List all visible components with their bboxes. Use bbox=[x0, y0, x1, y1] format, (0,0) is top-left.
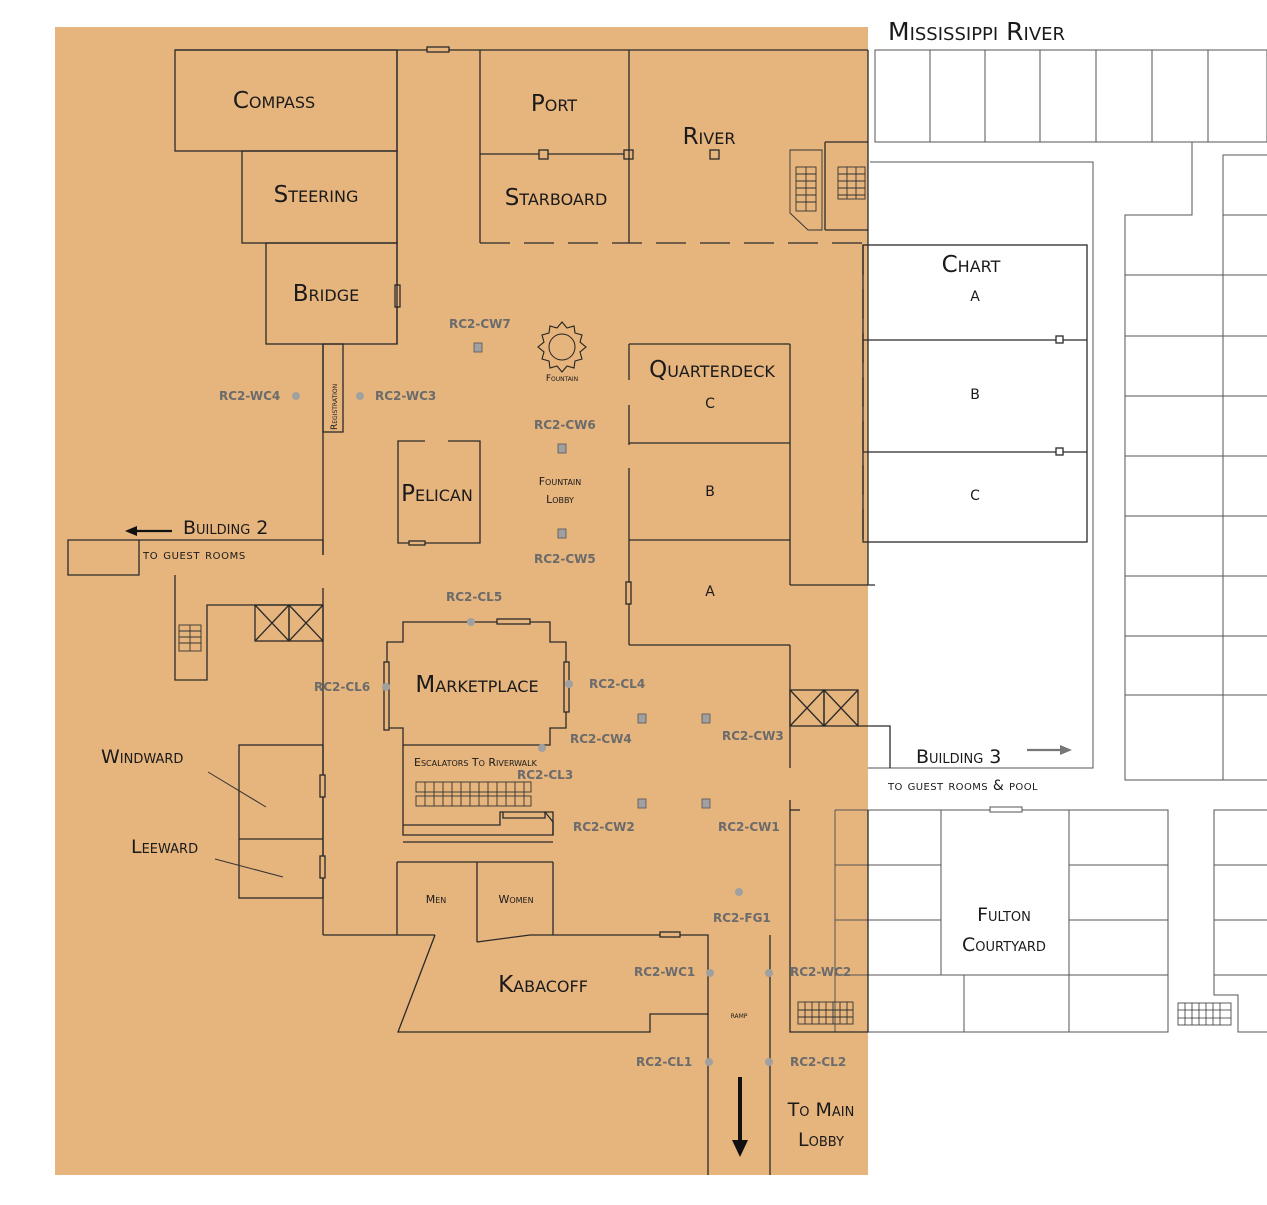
marker-cw3 bbox=[701, 713, 711, 724]
quarterdeck-a-label: A bbox=[705, 584, 715, 600]
fountain-label: Fountain bbox=[546, 374, 578, 384]
ramp-stairs bbox=[797, 1001, 854, 1025]
marker-cl3 bbox=[538, 744, 546, 752]
escalator-well bbox=[402, 745, 554, 843]
escalators bbox=[415, 781, 532, 807]
room-river: River bbox=[683, 124, 736, 150]
ramp-walls bbox=[707, 800, 869, 1175]
building2-stairs bbox=[178, 624, 202, 652]
registration-label: Registration bbox=[330, 384, 340, 430]
chart-b-label: B bbox=[970, 387, 980, 403]
fulton-building-outline bbox=[834, 806, 1267, 1033]
marker-label-cl4: RC2-CL4 bbox=[589, 677, 645, 691]
marker-label-cw7: RC2-CW7 bbox=[449, 317, 511, 331]
marker-wc3 bbox=[356, 392, 364, 400]
quarterdeck-b-label: B bbox=[705, 484, 715, 500]
marker-fg1 bbox=[735, 888, 743, 896]
room-fulton-1: Fulton bbox=[977, 904, 1031, 926]
marker-label-cw1: RC2-CW1 bbox=[718, 820, 780, 834]
room-leeward: Leeward bbox=[131, 836, 198, 858]
building3-label: Building 3 bbox=[916, 746, 1001, 768]
room-starboard: Starboard bbox=[505, 185, 608, 211]
marker-label-cl1: RC2-CL1 bbox=[636, 1055, 692, 1069]
dot-markers bbox=[292, 392, 773, 1066]
building2-sub-label: to guest rooms bbox=[142, 547, 246, 563]
elevators-right bbox=[789, 689, 891, 768]
room-fulton-2: Courtyard bbox=[962, 934, 1046, 956]
fountain-lobby-label-1: Fountain bbox=[539, 475, 582, 488]
room-bridge: Bridge bbox=[293, 281, 359, 307]
to-main-lobby-label-1: To Main bbox=[787, 1099, 855, 1121]
to-main-lobby-label-2: Lobby bbox=[798, 1129, 844, 1151]
marker-cw5 bbox=[557, 528, 567, 539]
marker-label-wc3: RC2-WC3 bbox=[375, 389, 436, 403]
building3-sub-label: to guest rooms & pool bbox=[887, 778, 1038, 794]
marker-label-cw2: RC2-CW2 bbox=[573, 820, 635, 834]
marker-label-cw5: RC2-CW5 bbox=[534, 552, 596, 566]
marker-cw4 bbox=[637, 713, 647, 724]
marker-cw6 bbox=[557, 443, 567, 454]
marker-label-wc4: RC2-WC4 bbox=[219, 389, 280, 403]
marker-label-cl3: RC2-CL3 bbox=[517, 768, 573, 782]
arrow-left-icon bbox=[125, 526, 172, 536]
windward-leader bbox=[207, 771, 267, 808]
ramp-label: ramp bbox=[731, 1011, 748, 1021]
marker-wc2 bbox=[765, 969, 773, 977]
marker-label-cw4: RC2-CW4 bbox=[570, 732, 632, 746]
marker-cl6 bbox=[382, 683, 390, 691]
marker-label-cl5: RC2-CL5 bbox=[446, 590, 502, 604]
room-marketplace: Marketplace bbox=[415, 672, 538, 698]
room-windward: Windward bbox=[101, 746, 183, 768]
kabacoff-room bbox=[397, 931, 709, 1033]
marker-label-fg1: RC2-FG1 bbox=[713, 911, 771, 925]
marker-cl2 bbox=[765, 1058, 773, 1066]
leeward-leader bbox=[214, 858, 284, 878]
marker-cl1 bbox=[705, 1058, 713, 1066]
river-stairs bbox=[789, 149, 866, 231]
walls-left bbox=[67, 343, 435, 936]
room-port: Port bbox=[531, 91, 577, 117]
floor-area bbox=[55, 27, 868, 1175]
marker-label-cw6: RC2-CW6 bbox=[534, 418, 596, 432]
room-quarterdeck: Quarterdeck bbox=[649, 357, 775, 383]
fountain-lobby-label-2: Lobby bbox=[546, 493, 574, 506]
room-steering: Steering bbox=[274, 182, 359, 208]
room-men: Men bbox=[426, 893, 447, 906]
marker-label-wc1: RC2-WC1 bbox=[634, 965, 695, 979]
restroom-walls bbox=[396, 861, 554, 942]
chart-c-label: C bbox=[970, 488, 980, 504]
marker-wc4 bbox=[292, 392, 300, 400]
marker-label-cl2: RC2-CL2 bbox=[790, 1055, 846, 1069]
marker-label-cl6: RC2-CL6 bbox=[314, 680, 370, 694]
marker-cl4 bbox=[565, 680, 573, 688]
marker-cl5 bbox=[467, 618, 475, 626]
fulton-stairs bbox=[1177, 1002, 1232, 1026]
river-name-label: Mississippi River bbox=[888, 17, 1065, 46]
room-kabacoff: Kabacoff bbox=[498, 972, 588, 998]
marker-cw7 bbox=[473, 342, 483, 353]
pelican-room bbox=[397, 440, 481, 546]
marker-cw2 bbox=[637, 798, 647, 809]
room-pelican: Pelican bbox=[401, 481, 473, 507]
arrow-down-icon bbox=[732, 1077, 748, 1157]
quarterdeck-c-label: C bbox=[705, 396, 715, 412]
marker-wc1 bbox=[706, 969, 714, 977]
marker-label-wc2: RC2-WC2 bbox=[790, 965, 851, 979]
building2-label: Building 2 bbox=[183, 517, 268, 539]
room-women: Women bbox=[498, 893, 533, 906]
square-markers bbox=[473, 342, 711, 809]
marker-label-cw3: RC2-CW3 bbox=[722, 729, 784, 743]
fountain-icon bbox=[537, 321, 587, 373]
river-building-outline bbox=[868, 49, 1267, 781]
walls-top bbox=[174, 46, 869, 585]
room-compass: Compass bbox=[233, 88, 315, 114]
arrow-right-icon bbox=[1027, 745, 1072, 755]
room-chart: Chart bbox=[942, 252, 1001, 278]
chart-a-label: A bbox=[970, 289, 980, 305]
escalators-label: Escalators To Riverwalk bbox=[414, 756, 538, 769]
marker-cw1 bbox=[701, 798, 711, 809]
